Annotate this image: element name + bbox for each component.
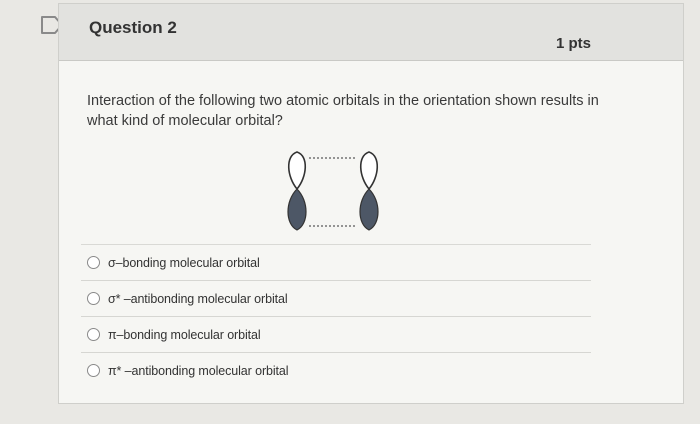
question-header: Question 2 1 pts — [59, 4, 683, 61]
question-text: Interaction of the following two atomic … — [87, 93, 599, 129]
radio-button[interactable] — [87, 364, 100, 377]
answer-label: π–bonding molecular orbital — [108, 327, 261, 342]
answer-option-pi-antibonding[interactable]: π* –antibonding molecular orbital — [81, 352, 591, 388]
answer-label: σ* –antibonding molecular orbital — [108, 291, 288, 306]
radio-button[interactable] — [87, 328, 100, 341]
question-points: 1 pts — [555, 35, 591, 52]
answer-option-sigma-antibonding[interactable]: σ* –antibonding molecular orbital — [81, 280, 591, 316]
answer-label: π* –antibonding molecular orbital — [108, 363, 289, 378]
orbital-diagram — [287, 151, 379, 231]
question-title: Question 2 — [89, 18, 177, 37]
answer-label: σ–bonding molecular orbital — [108, 255, 260, 270]
right-p-orbital-icon — [359, 151, 379, 231]
radio-button[interactable] — [87, 292, 100, 305]
question-card: Question 2 1 pts Interaction of the foll… — [58, 3, 684, 404]
answer-list: σ–bonding molecular orbital σ* –antibond… — [81, 244, 591, 388]
radio-button[interactable] — [87, 256, 100, 269]
left-p-orbital-icon — [287, 151, 307, 231]
answer-option-pi-bonding[interactable]: π–bonding molecular orbital — [81, 316, 591, 352]
answer-option-sigma-bonding[interactable]: σ–bonding molecular orbital — [81, 244, 591, 280]
